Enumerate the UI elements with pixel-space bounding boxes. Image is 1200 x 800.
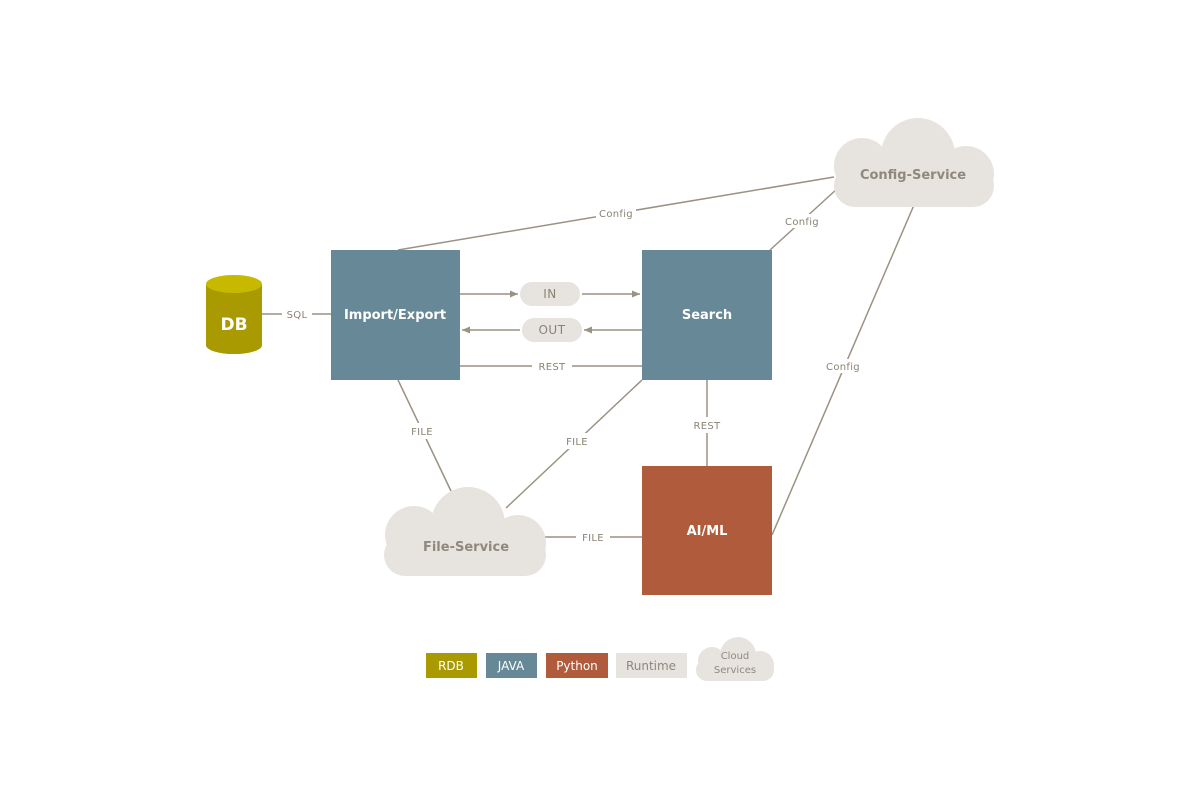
config-service-label: Config-Service [860,168,966,183]
legend-cloud: Cloud Services [696,637,774,681]
legend-runtime: Runtime [616,653,687,678]
in-pill-label: IN [543,287,557,301]
search-node: Search [642,250,772,380]
legend-cloud-label-line2: Services [714,665,756,676]
import-export-label: Import/Export [344,308,446,323]
out-pill-label: OUT [538,323,565,337]
db-node: DB [206,275,262,354]
ai-ml-node: AI/ML [642,466,772,595]
edge-label-file-import: FILE [411,427,433,438]
config-service-cloud: Config-Service [834,118,994,207]
file-service-label: File-Service [423,540,509,555]
edge-label-config-ai: Config [826,362,860,373]
in-pill: IN [520,282,580,306]
legend-python: Python [546,653,608,678]
legend-python-label: Python [556,659,598,673]
edge-label-rest-vertical: REST [694,421,722,432]
edge-label-config-top: Config [599,209,633,220]
legend-runtime-label: Runtime [626,659,676,673]
db-label: DB [220,315,247,335]
edge-labels: SQL Config Config Config REST REST FILE … [282,206,864,545]
edge-label-rest-horizontal: REST [539,362,567,373]
legend-rdb: RDB [426,653,477,678]
search-label: Search [682,308,732,323]
edge-label-sql: SQL [287,310,308,321]
legend-rdb-label: RDB [438,659,464,673]
edge-label-config-search: Config [785,217,819,228]
import-export-node: Import/Export [331,250,460,380]
ai-ml-label: AI/ML [687,524,728,539]
legend-java-label: JAVA [497,659,525,673]
legend-java: JAVA [486,653,537,678]
out-pill: OUT [522,318,582,342]
edge-label-file-search: FILE [566,437,588,448]
edge-label-file-ai: FILE [582,533,604,544]
file-service-cloud: File-Service [384,487,546,576]
legend: RDB JAVA Python Runtime Cloud Services [426,637,774,681]
legend-cloud-label-line1: Cloud [721,651,750,662]
